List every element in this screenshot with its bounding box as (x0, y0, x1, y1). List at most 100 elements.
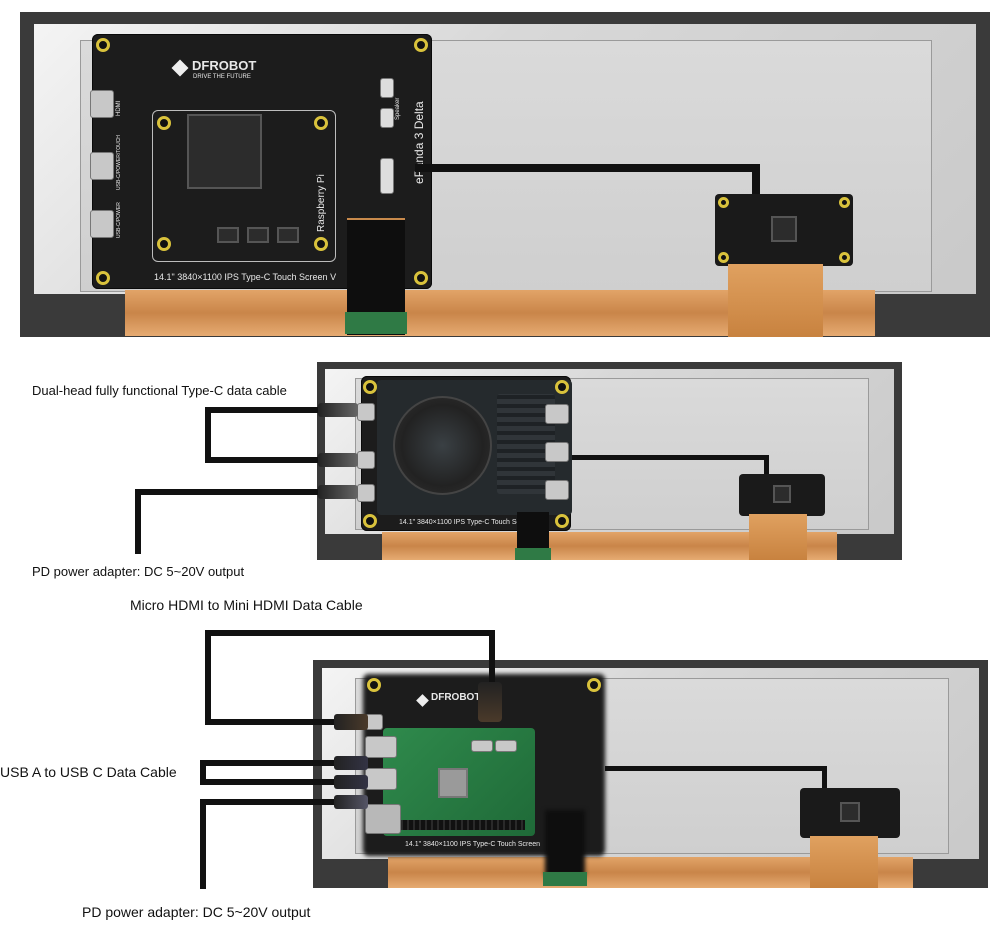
bezel-bottom-right (913, 859, 988, 888)
mount-hole (718, 252, 729, 263)
usb-port (365, 768, 397, 790)
power-cable (135, 489, 141, 554)
touch-ic (840, 802, 860, 822)
label-pd-power-bottom: PD power adapter: DC 5~20V output (82, 904, 311, 920)
usb-c-port-power-touch (90, 152, 114, 180)
bezel-bottom-right (837, 534, 902, 560)
type-c-plug (318, 453, 358, 467)
lcd-flex-cable-tip (543, 872, 587, 886)
touch-fpc (728, 264, 823, 337)
power-cable (200, 799, 340, 805)
bezel-bottom-left (20, 294, 125, 337)
lcd-flex-cable-tip (515, 548, 551, 560)
mini-hdmi-plug (334, 714, 368, 730)
jetson-module (377, 380, 572, 515)
hdmi-cable (489, 630, 495, 685)
touch-cable (415, 164, 760, 172)
pi-footprint (152, 110, 336, 262)
mount-hole (367, 678, 381, 692)
display-panel-top: DFROBOT DRIVE THE FUTURE HDMI USB-C/POWE… (20, 12, 990, 337)
power-cable (135, 489, 325, 495)
type-c-cable (205, 407, 325, 413)
usb-cable (200, 760, 340, 766)
usb-plug (334, 756, 368, 770)
small-chip (277, 227, 299, 243)
tagline-text: DRIVE THE FUTURE (193, 74, 251, 80)
touch-cable (605, 766, 825, 771)
hdmi-cable (205, 630, 495, 636)
label-type-c-cable: Dual-head fully functional Type-C data c… (32, 383, 287, 398)
usb-port (545, 480, 569, 500)
brand-text: DFROBOT (431, 692, 481, 703)
usb-c-port (357, 403, 375, 421)
mount-hole (839, 252, 850, 263)
cooling-fan-icon (393, 396, 492, 495)
display-panel-middle: 14.1" 3840×1100 IPS Type-C Touch Screen (317, 362, 902, 560)
usb-cable (200, 779, 340, 785)
usb-port (545, 442, 569, 462)
small-chip (217, 227, 239, 243)
touch-fpc (810, 836, 878, 888)
main-soc-chip (187, 114, 262, 189)
touch-cable (822, 766, 827, 790)
touch-fpc (749, 514, 807, 560)
type-c-plug (318, 403, 358, 417)
lcd-flex-cable-tip (345, 312, 407, 334)
micro-hdmi-port (471, 740, 493, 752)
raspberry-pi-board (383, 728, 535, 836)
hdmi-cable (205, 630, 211, 725)
touch-controller-board (715, 194, 853, 266)
mount-hole (314, 237, 328, 251)
speaker-connector (380, 78, 394, 98)
speaker-label: Speaker (395, 97, 401, 120)
mount-hole (363, 514, 377, 528)
small-chip (247, 227, 269, 243)
usb-plug (334, 775, 368, 789)
ethernet-port (365, 804, 401, 834)
usb-cable (200, 760, 206, 785)
mount-hole (96, 38, 110, 52)
mount-hole (157, 237, 171, 251)
touch-cable (752, 164, 760, 199)
speaker-connector (380, 108, 394, 128)
usb-power-touch-label: USB-C/POWER/TOUCH (116, 135, 122, 190)
touch-cable (764, 455, 769, 477)
mount-hole (555, 380, 569, 394)
bezel-bottom-left (317, 534, 382, 560)
touch-ic (771, 216, 797, 242)
screen-model-label: 14.1" 3840×1100 IPS Type-C Touch Screen … (154, 272, 337, 282)
touch-cable (572, 455, 767, 460)
hdmi-plug (478, 682, 502, 722)
display-panel-bottom: DFROBOT 14.1" 3840×1100 IPS Type-C Touch… (313, 660, 988, 888)
label-pd-power-middle: PD power adapter: DC 5~20V output (32, 564, 245, 579)
mount-hole (718, 197, 729, 208)
touch-ic (773, 485, 791, 503)
bezel-bottom-right (875, 294, 990, 337)
mount-hole (555, 514, 569, 528)
power-plug (334, 795, 368, 809)
power-cable (200, 799, 206, 889)
raspberry-pi-label: Raspberry Pi (316, 174, 327, 232)
type-c-cable (205, 457, 325, 463)
usb-port (545, 404, 569, 424)
type-c-cable (205, 407, 211, 463)
lcd-flex-cable (545, 810, 585, 876)
mount-hole (587, 678, 601, 692)
brand-text: DFROBOT (192, 58, 257, 73)
label-usb-cable: USB A to USB C Data Cable (0, 764, 177, 780)
power-plug (318, 485, 358, 499)
hdmi-label: HDMI (116, 100, 122, 116)
mount-hole (839, 197, 850, 208)
mount-hole (314, 116, 328, 130)
touch-connector (380, 158, 394, 194)
usb-port (365, 736, 397, 758)
mount-hole (414, 271, 428, 285)
label-hdmi-cable: Micro HDMI to Mini HDMI Data Cable (130, 597, 363, 613)
mount-hole (96, 271, 110, 285)
usb-power-label: USB-C/POWER (116, 202, 122, 238)
bezel-bottom-left (313, 859, 388, 888)
mount-hole (414, 38, 428, 52)
mount-hole (157, 116, 171, 130)
usb-c-port (357, 451, 375, 469)
dfrobot-logo-icon (171, 59, 189, 77)
